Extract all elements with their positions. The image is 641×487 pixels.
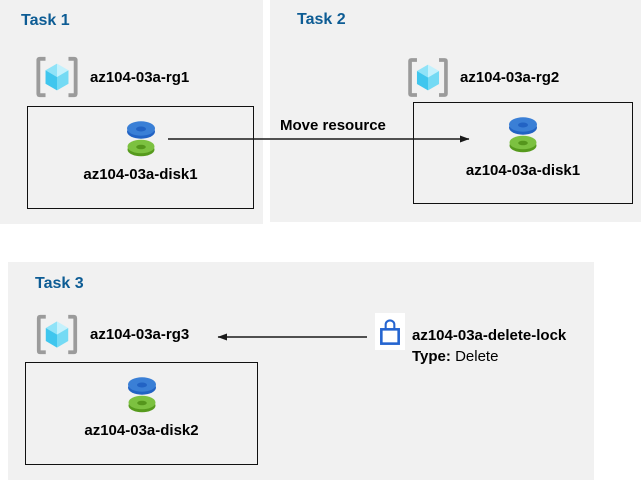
resource-group-icon xyxy=(36,314,78,355)
task1-resource-box: az104-03a-disk1 xyxy=(27,106,254,209)
task2-title: Task 2 xyxy=(297,11,346,28)
disk-icon xyxy=(127,377,156,413)
lock-annotation: az104-03a-delete-lock Type: Delete xyxy=(412,325,566,367)
task3-panel: Task 3 az104-03a-rg3 az104-03a-disk2 xyxy=(8,262,594,480)
task3-title: Task 3 xyxy=(35,275,84,292)
lock-chip xyxy=(375,313,405,350)
disk-icon xyxy=(509,117,537,153)
task2-resource-group: az104-03a-rg2 xyxy=(405,56,559,99)
task3-resource-label: az104-03a-disk2 xyxy=(84,422,199,439)
task1-resource-group-label: az104-03a-rg1 xyxy=(90,68,190,86)
task3-resource-group: az104-03a-rg3 xyxy=(33,313,189,356)
task3-resource-box: az104-03a-disk2 xyxy=(25,362,258,465)
resource-group-icon xyxy=(408,58,448,97)
disk-icon xyxy=(126,121,155,157)
task2-resource-label: az104-03a-disk1 xyxy=(465,162,581,179)
resource-group-icon xyxy=(36,56,78,98)
task2-resource-group-label: az104-03a-rg2 xyxy=(460,69,560,86)
lock-icon xyxy=(380,319,400,345)
task2-resource-box: az104-03a-disk1 xyxy=(413,102,633,204)
lock-type-line: Type: Delete xyxy=(412,346,566,367)
task1-resource-label: az104-03a-disk1 xyxy=(83,166,198,183)
task1-title: Task 1 xyxy=(21,12,70,29)
lock-type-value: Delete xyxy=(455,348,499,365)
task2-panel: Task 2 az104-03a-rg2 az104-03a-disk1 xyxy=(270,0,641,222)
task1-resource-group: az104-03a-rg1 xyxy=(33,55,189,99)
move-resource-label: Move resource xyxy=(280,117,386,134)
lock-type-label: Type: xyxy=(412,348,451,365)
task3-resource-group-label: az104-03a-rg3 xyxy=(90,326,190,343)
lock-name: az104-03a-delete-lock xyxy=(412,327,567,344)
task1-panel: Task 1 az104-03a-rg1 az104-03a-disk1 xyxy=(0,0,263,224)
